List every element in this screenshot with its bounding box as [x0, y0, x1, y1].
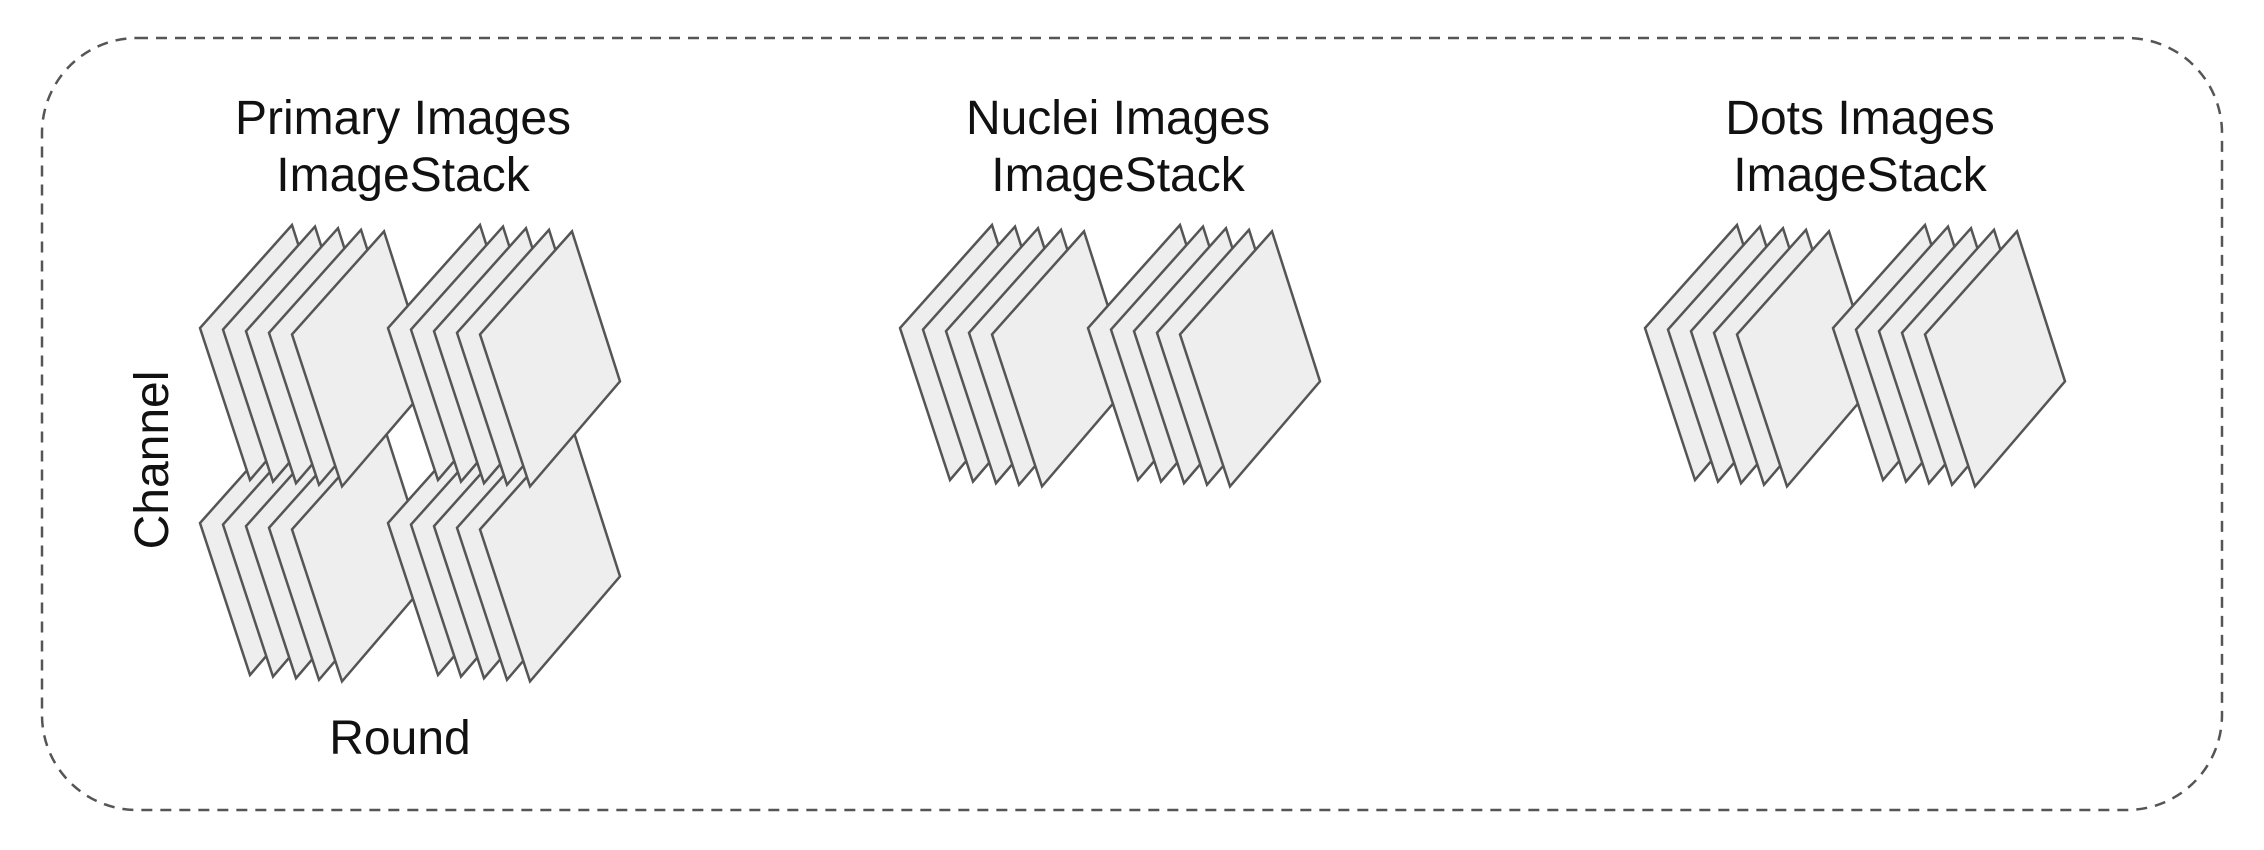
image-stack-round-1-channel-1	[1643, 222, 1879, 489]
image-stack-round-2-channel-1	[386, 222, 622, 489]
image-stack-round-1-channel-2	[198, 417, 434, 684]
primary-image-stacks	[198, 222, 622, 684]
channel-axis-label: Channel	[126, 371, 179, 550]
primary-images-title: Primary Images	[235, 92, 571, 145]
nuclei-images-subtitle: ImageStack	[991, 149, 1245, 202]
dots-images-title: Dots Images	[1725, 92, 1994, 145]
round-axis-label: Round	[329, 712, 470, 765]
dots-images-subtitle: ImageStack	[1733, 149, 1987, 202]
dots-image-stacks	[1643, 222, 2067, 489]
image-plane	[478, 228, 622, 489]
primary-images-subtitle: ImageStack	[276, 149, 530, 202]
image-stack-round-2-channel-1	[1831, 222, 2067, 489]
nuclei-image-stacks	[898, 222, 1322, 489]
image-stack-round-1-channel-1	[198, 222, 434, 489]
nuclei-images-title: Nuclei Images	[966, 92, 1270, 145]
image-plane	[478, 423, 622, 684]
image-stack-round-2-channel-2	[386, 417, 622, 684]
experiment-border	[40, 36, 2224, 812]
primary-images-group: Primary Images ImageStack Channel Round	[126, 92, 622, 765]
nuclei-images-group: Nuclei Images ImageStack	[898, 92, 1322, 489]
dots-images-group: Dots Images ImageStack	[1643, 92, 2067, 489]
image-stack-round-2-channel-1	[1086, 222, 1322, 489]
image-plane	[1178, 228, 1322, 489]
image-plane	[1923, 228, 2067, 489]
image-stack-round-1-channel-1	[898, 222, 1134, 489]
